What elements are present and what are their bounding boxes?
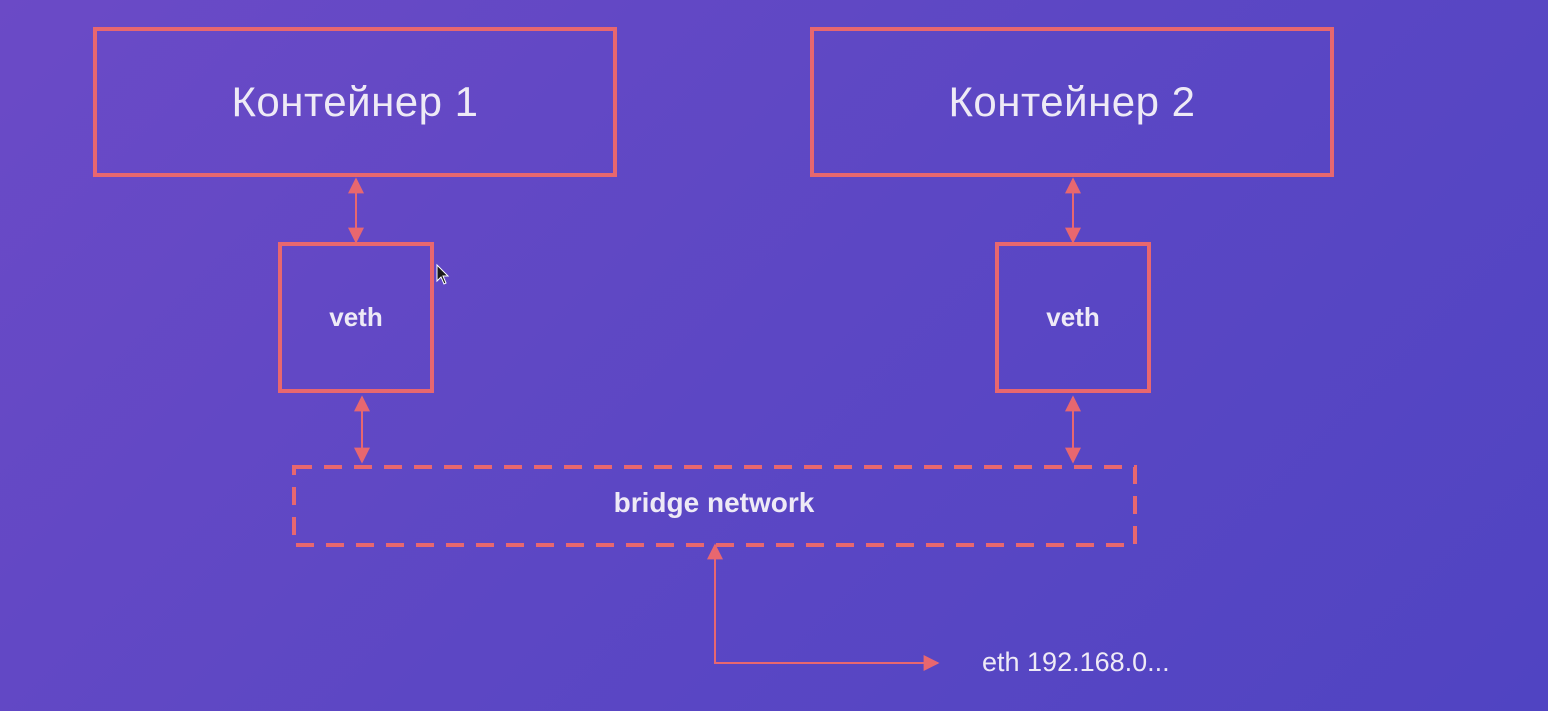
container-2-box: Контейнер 2: [810, 27, 1334, 177]
eth-label: eth 192.168.0...: [982, 647, 1170, 677]
veth-1-box: veth: [278, 242, 434, 393]
container-2-label: Контейнер 2: [948, 78, 1196, 125]
container-1-label: Контейнер 1: [231, 78, 479, 125]
veth-2-box: veth: [995, 242, 1151, 393]
arrow-bridge-eth: [707, 543, 940, 671]
bridge-network-label: bridge network: [613, 487, 815, 518]
bridge-network-box: [292, 465, 1137, 547]
container-1-box: Контейнер 1: [93, 27, 617, 177]
veth-1-label: veth: [329, 302, 383, 332]
mouse-cursor-icon: [436, 263, 450, 285]
veth-2-label: veth: [1046, 302, 1100, 332]
